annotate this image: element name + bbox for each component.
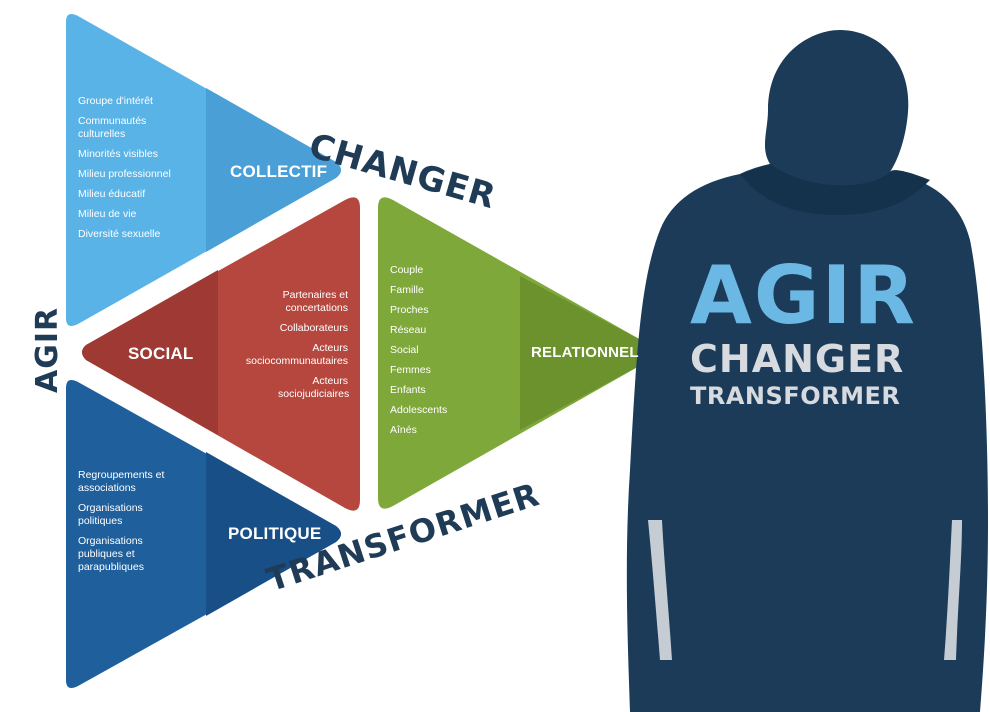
list-item: Réseau	[390, 324, 427, 336]
list-item: Social	[390, 344, 419, 356]
list-item: Aînés	[390, 424, 417, 436]
list-item: Milieu éducatif	[78, 188, 146, 200]
collectif-triangle	[66, 14, 341, 326]
list-item: Proches	[390, 304, 429, 316]
list-item: Communautés culturelles	[78, 115, 147, 140]
relationnel-label-band	[520, 276, 655, 430]
list-item: Enfants	[390, 384, 426, 396]
relationnel-triangle	[378, 197, 655, 509]
politique-triangle	[66, 380, 341, 688]
list-item: Organisations politiques	[78, 502, 143, 527]
politique-list: Regroupements et associations Organisati…	[78, 469, 198, 581]
list-item: Organisations publiques et parapubliques	[78, 535, 144, 573]
collectif-list: Groupe d'intérêt Communautés culturelles…	[78, 95, 198, 248]
list-item: Partenaires et concertations	[282, 289, 348, 314]
list-item: Collaborateurs	[279, 322, 348, 334]
list-item: Acteurs sociocommunautaires	[245, 342, 348, 367]
side-label-agir: AGIR	[30, 306, 65, 393]
list-item: Regroupements et associations	[78, 469, 165, 494]
social-list: Partenaires et concertations Collaborate…	[230, 289, 350, 408]
hoodie-line-changer: CHANGER	[690, 337, 905, 381]
social-label-band	[82, 270, 218, 435]
relationnel-label: RELATIONNEL	[531, 344, 639, 361]
list-item: Acteurs sociojudiciaires	[278, 375, 350, 400]
social-triangle	[82, 197, 360, 511]
list-item: Groupe d'intérêt	[78, 95, 153, 107]
hoodie-print: AGIR CHANGER TRANSFORMER	[690, 249, 917, 411]
person-silhouette-icon	[626, 30, 988, 712]
list-item: Couple	[390, 264, 424, 276]
hoodie-line-transformer: TRANSFORMER	[690, 382, 901, 410]
collectif-label: COLLECTIF	[230, 162, 328, 181]
list-item: Milieu de vie	[78, 208, 137, 220]
list-item: Adolescents	[390, 404, 448, 416]
politique-label: POLITIQUE	[228, 524, 322, 543]
politique-label-band	[206, 452, 341, 616]
social-label: SOCIAL	[128, 344, 194, 363]
list-item: Famille	[390, 284, 424, 296]
list-item: Diversité sexuelle	[78, 228, 161, 240]
list-item: Femmes	[390, 364, 431, 376]
hoodie-line-agir: AGIR	[690, 249, 917, 342]
list-item: Minorités visibles	[78, 148, 158, 160]
collectif-label-band	[206, 88, 341, 252]
relationnel-list: Couple Famille Proches Réseau Social Fem…	[390, 264, 500, 444]
list-item: Milieu professionnel	[78, 168, 171, 180]
